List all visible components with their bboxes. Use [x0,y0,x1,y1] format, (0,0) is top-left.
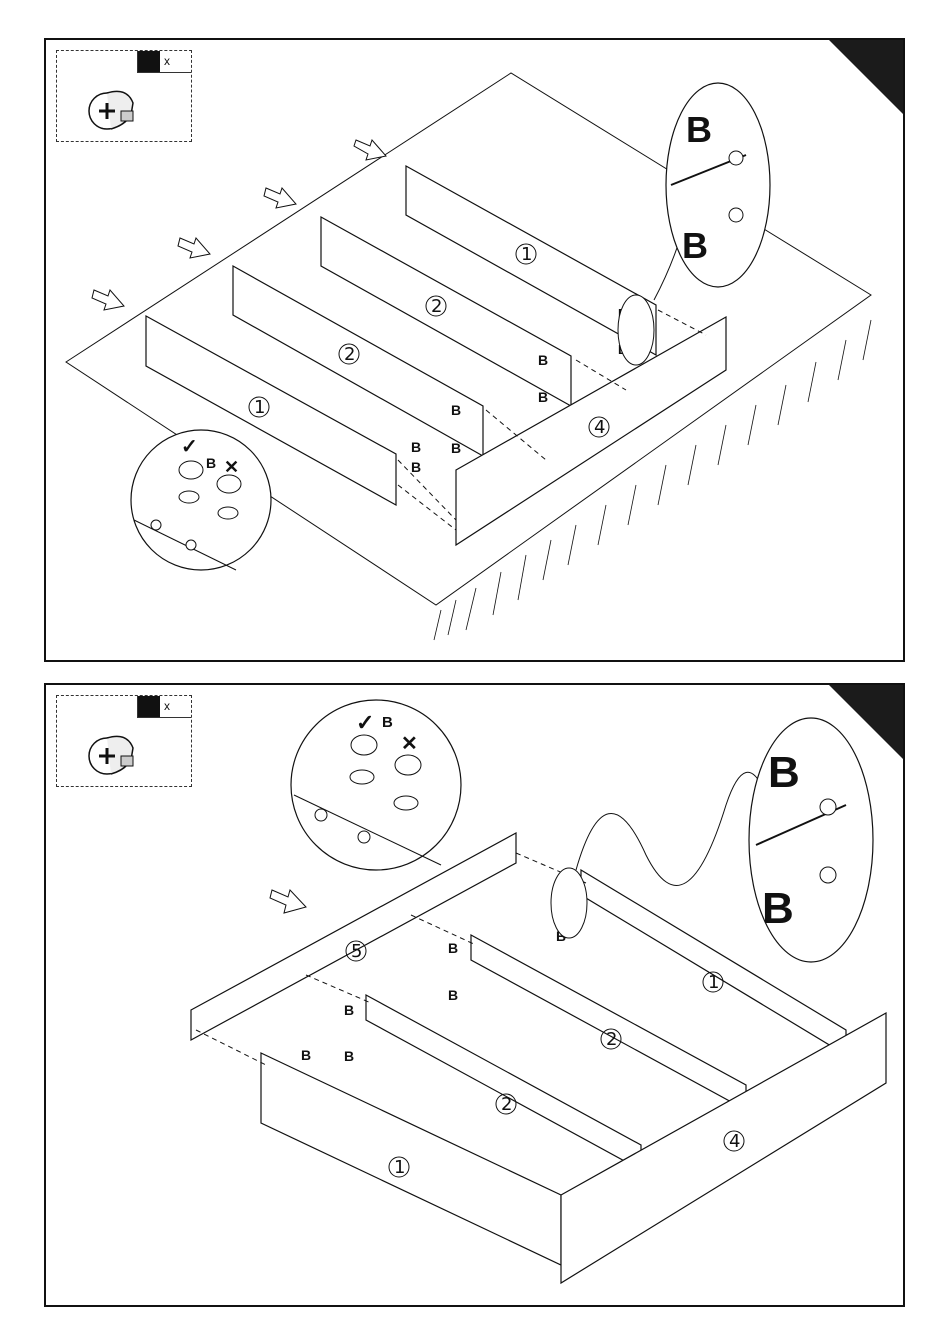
detail-leader [576,772,766,885]
detail-zoom-cam: ✓ ✕ B [131,430,271,570]
svg-text:B: B [451,440,461,456]
svg-text:2: 2 [606,1029,617,1050]
svg-text:B: B [382,714,393,731]
svg-text:B: B [344,1048,354,1064]
svg-text:4: 4 [594,417,605,438]
svg-text:B: B [768,748,800,797]
detail-oval-small [551,868,587,938]
svg-text:4: 4 [729,1131,740,1152]
svg-text:1: 1 [254,397,265,418]
direction-arrow-icon [270,890,306,913]
detail-oval-small [618,295,654,365]
svg-text:✕: ✕ [224,457,239,477]
detail-zoom-cam: ✓ ✕ B [291,700,461,870]
step-2-diagram: 5 1 2 2 1 4 [46,685,905,1307]
svg-text:2: 2 [501,1094,512,1115]
svg-text:B: B [762,884,794,933]
svg-text:B: B [206,455,216,471]
svg-text:B: B [344,1002,354,1018]
svg-text:✓: ✓ [181,436,198,458]
svg-text:B: B [682,225,708,266]
svg-text:5: 5 [351,941,362,962]
svg-text:1: 1 [394,1157,405,1178]
step-1-panel: x [44,38,905,662]
svg-text:B: B [301,1047,311,1063]
svg-text:✕: ✕ [401,733,418,755]
step-2-panel: x 5 1 2 [44,683,905,1307]
svg-text:B: B [411,439,421,455]
svg-text:B: B [538,389,548,405]
detail-zoom-top: B B [666,83,770,287]
svg-text:B: B [448,987,458,1003]
svg-text:2: 2 [344,344,355,365]
svg-text:2: 2 [431,296,442,317]
step-1-diagram: 1 2 2 1 4 [46,40,905,662]
svg-text:B: B [411,459,421,475]
svg-text:B: B [686,109,712,150]
svg-text:1: 1 [521,244,532,265]
detail-zoom-top: B B [749,718,873,962]
svg-text:1: 1 [708,972,719,993]
svg-text:B: B [448,940,458,956]
svg-text:B: B [451,402,461,418]
svg-text:B: B [538,352,548,368]
svg-text:✓: ✓ [356,710,374,735]
